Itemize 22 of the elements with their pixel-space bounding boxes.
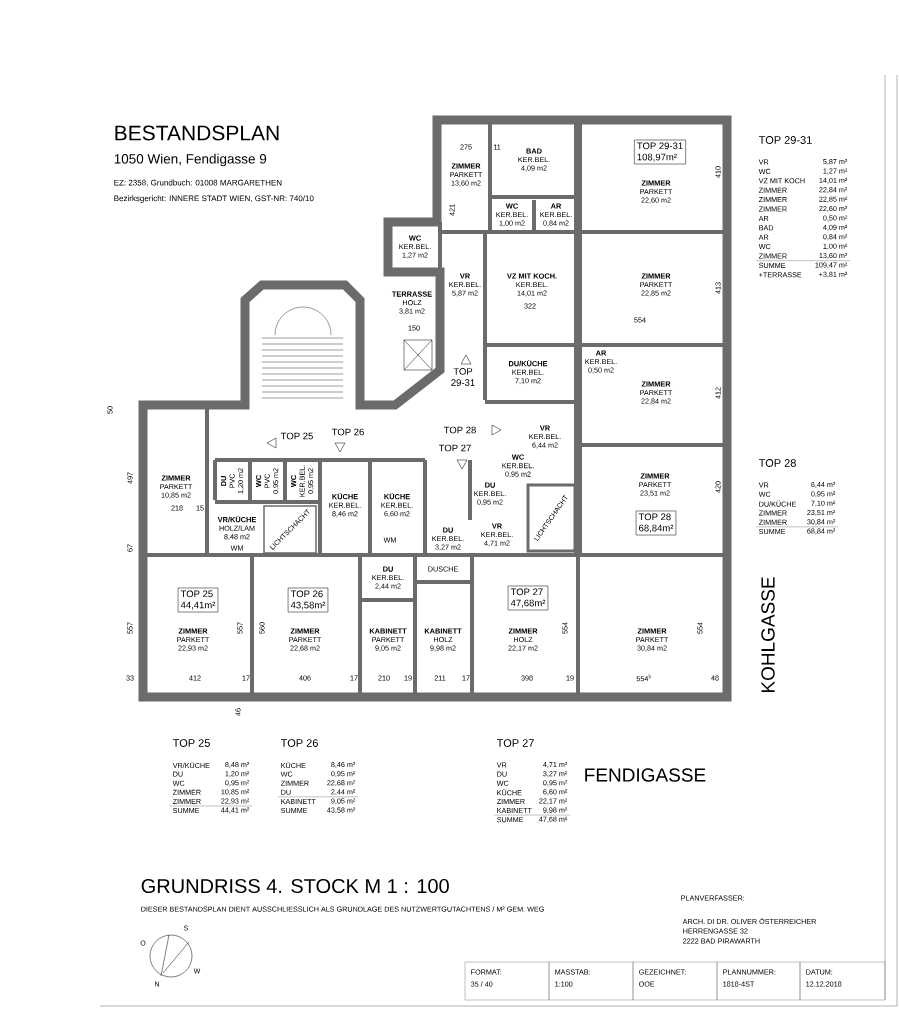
table-heading: TOP 28 — [758, 459, 796, 467]
street-name: FENDIGASSE — [585, 768, 706, 782]
corridor-label: TOP 25 — [280, 432, 313, 440]
corridor-label: TOP 26 — [331, 428, 364, 436]
corridor-label: TOP 27 — [438, 444, 471, 452]
info-text: EZ: 2358, Grundbuch: 01008 MARGARETHEN — [114, 179, 282, 187]
corridor-label: TOP 28 — [443, 426, 476, 434]
corridor-label-wrap: TOP 29-31 — [451, 368, 475, 386]
plan-title: BESTANDSPLAN — [115, 125, 279, 141]
table-heading: TOP 26 — [280, 739, 318, 747]
apartment-label-box: TOP 25 44,41m² — [177, 587, 219, 613]
apartment-label-box: TOP 27 47,68m² — [507, 585, 549, 611]
address-text: 1050 Wien, Fendigasse 9 — [114, 153, 267, 167]
street-name: KOHLGASSE — [761, 577, 775, 693]
drawing-heading: GRUNDRISS 4. STOCK M 1 : 100 — [141, 878, 449, 894]
apartment-label-box: TOP 29-31 108,97m² — [634, 139, 686, 165]
table-heading: TOP 25 — [172, 739, 210, 747]
table-heading: TOP 27 — [496, 739, 534, 747]
apartment-label-box: TOP 28 68,84m² — [635, 510, 677, 536]
info-text: Bezirksgericht: INNERE STADT WIEN, GST-NR: 740/10 — [114, 195, 314, 203]
apartment-label-box: TOP 26 43,58m² — [287, 587, 329, 613]
table-heading: TOP 29-31 — [758, 136, 812, 144]
